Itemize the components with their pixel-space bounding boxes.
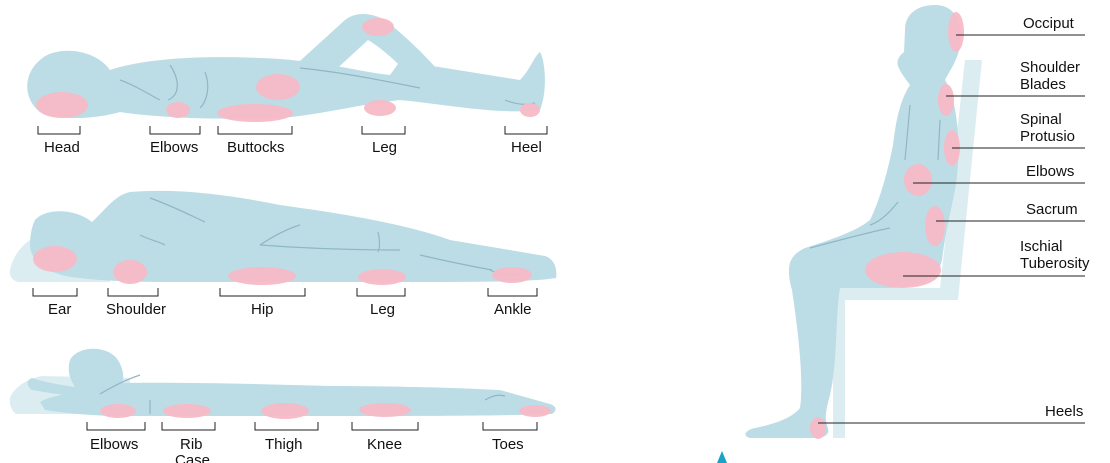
label-rib: Rib xyxy=(180,436,203,453)
seated-occiput-point xyxy=(948,12,964,52)
prone-toes-point xyxy=(519,405,551,417)
label-tuberosity: Tuberosity xyxy=(1020,255,1090,272)
label-head: Head xyxy=(44,139,80,156)
label-case: Case xyxy=(175,452,210,463)
label-elbows-supine: Elbows xyxy=(150,139,198,156)
supine-buttocks-point-1 xyxy=(217,104,293,122)
label-shoulder-blades-line2: Blades xyxy=(1020,76,1066,93)
prone-knee-point xyxy=(359,403,411,417)
label-protusio: Protusio xyxy=(1020,128,1075,145)
supine-heel-point xyxy=(520,103,540,117)
supine-head-point xyxy=(36,92,88,118)
seated-heel-point xyxy=(810,417,826,439)
label-thigh: Thigh xyxy=(265,436,303,453)
triangle-marker-icon xyxy=(717,451,727,463)
supine-knee-point xyxy=(362,18,394,36)
prone-figure xyxy=(10,349,556,419)
supine-elbow-point xyxy=(166,102,190,118)
seated-ischial-point xyxy=(865,252,941,288)
label-spinal: Spinal xyxy=(1020,111,1062,128)
side-figure xyxy=(10,191,557,285)
side-hip-point xyxy=(228,267,296,285)
label-occiput: Occiput xyxy=(1023,15,1075,32)
seated-shoulder-blades-point xyxy=(938,84,954,116)
seated-elbow-point xyxy=(904,164,932,196)
prone-brackets xyxy=(87,422,537,430)
supine-leg-point xyxy=(364,100,396,116)
side-ankle-point xyxy=(492,267,532,283)
prone-elbow-point xyxy=(100,404,136,418)
side-shoulder-point xyxy=(113,260,147,284)
label-sacrum: Sacrum xyxy=(1026,201,1078,218)
label-toes: Toes xyxy=(492,436,524,453)
label-ischial: Ischial xyxy=(1020,238,1063,255)
supine-figure xyxy=(27,14,545,122)
label-heels: Heels xyxy=(1045,403,1083,420)
label-hip: Hip xyxy=(251,301,274,318)
label-leg-side: Leg xyxy=(370,301,395,318)
label-elbows-prone: Elbows xyxy=(90,436,138,453)
label-elbows-seated: Elbows xyxy=(1026,163,1074,180)
side-brackets xyxy=(33,288,537,296)
label-ankle: Ankle xyxy=(494,301,532,318)
prone-thigh-point xyxy=(261,403,309,419)
label-ear: Ear xyxy=(48,301,71,318)
prone-rib-point xyxy=(163,404,211,418)
label-buttocks: Buttocks xyxy=(227,139,285,156)
supine-buttocks-point-2 xyxy=(256,74,300,100)
seated-sacrum-point xyxy=(925,206,945,246)
supine-brackets xyxy=(38,126,547,134)
label-heel: Heel xyxy=(511,139,542,156)
label-knee: Knee xyxy=(367,436,402,453)
side-ear-point xyxy=(33,246,77,272)
side-leg-point xyxy=(358,269,406,285)
label-leg-supine: Leg xyxy=(372,139,397,156)
label-shoulder-line1: Shoulder xyxy=(1020,59,1080,76)
seated-figure xyxy=(745,5,964,439)
label-shoulder-side: Shoulder xyxy=(106,301,166,318)
